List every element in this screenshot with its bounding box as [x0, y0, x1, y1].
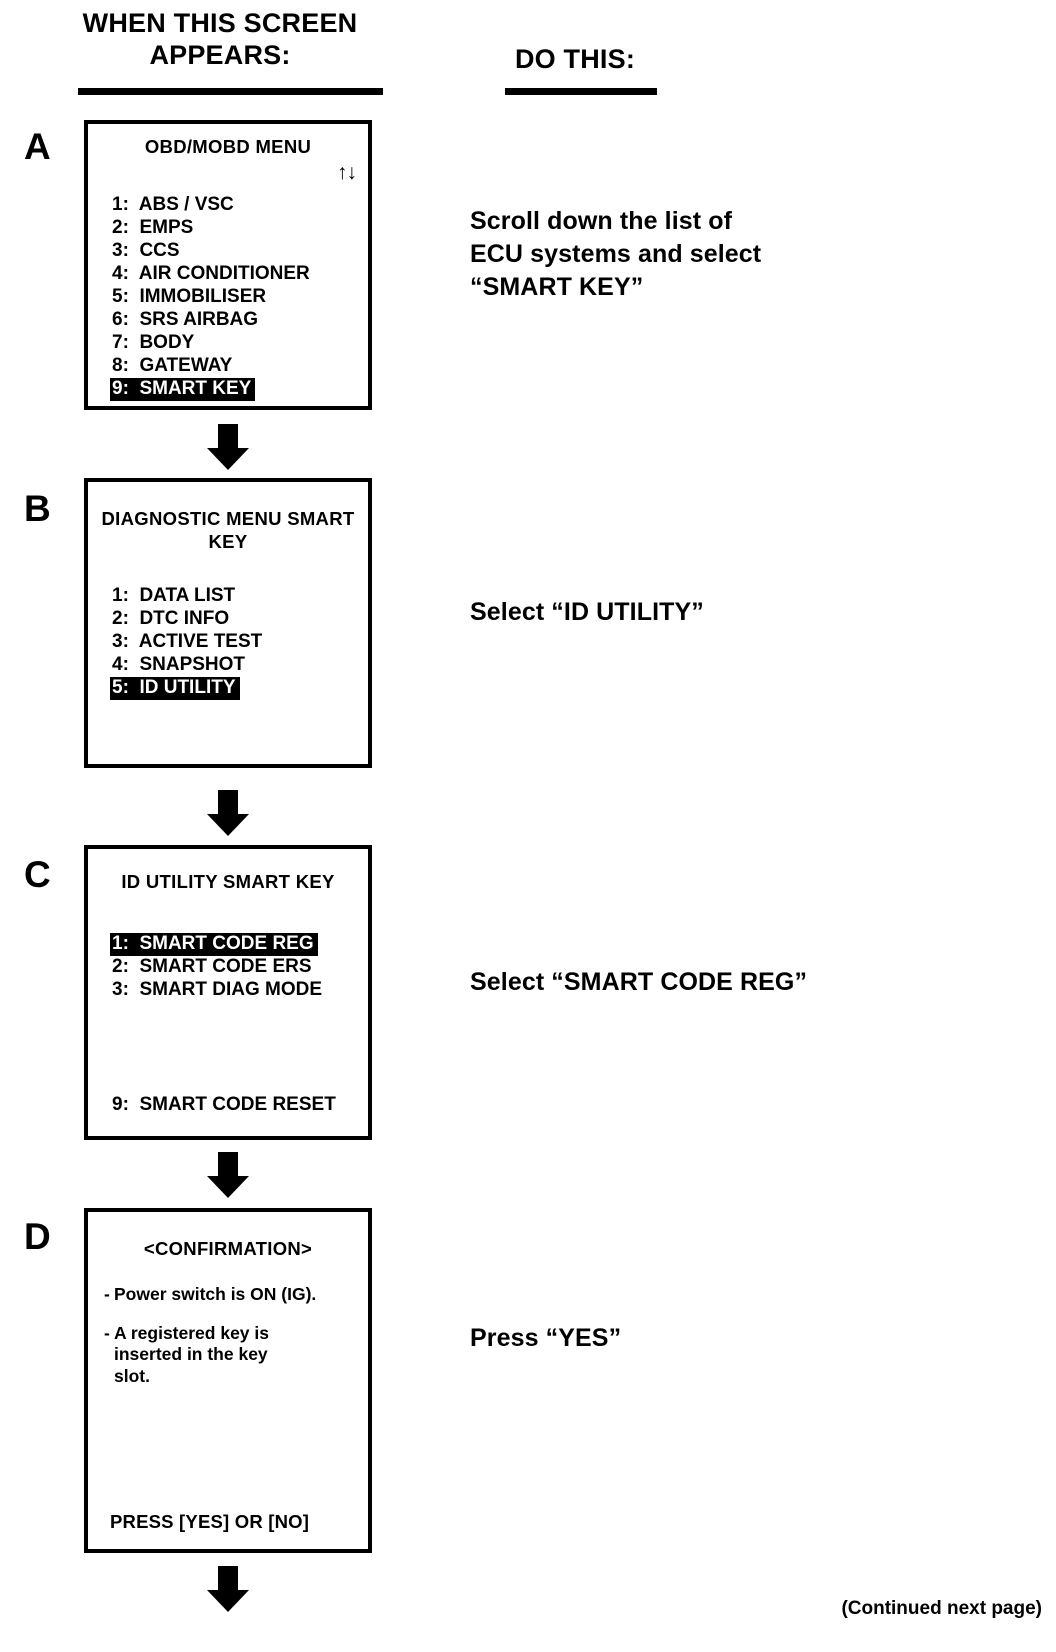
- step-letter-b: B: [24, 488, 51, 529]
- menu-item-gateway[interactable]: 8: GATEWAY: [112, 354, 233, 376]
- flow-arrow-down-icon-2: [205, 790, 251, 836]
- column-heading-when-this-screen-appears: WHEN THIS SCREEN APPEARS:: [82, 8, 358, 70]
- instruction-a: Scroll down the list of ECU systems and …: [470, 207, 762, 301]
- menu-item-id-utility[interactable]: 5: ID UTILITY: [110, 676, 240, 700]
- confirmation-text-block: - Power switch is ON (IG). - A registere…: [104, 1284, 366, 1404]
- column-heading-do-this: DO THIS:: [514, 44, 636, 74]
- menu-item-ccs[interactable]: 3: CCS: [112, 239, 180, 261]
- heading-underline-right: [505, 88, 657, 95]
- scroll-up-down-arrows-icon: ↑↓: [337, 161, 357, 184]
- menu-item-smart-key[interactable]: 9: SMART KEY: [110, 377, 256, 401]
- step-letter-a: A: [24, 126, 51, 167]
- step-letter-d: D: [24, 1216, 51, 1257]
- device-screen-d: <CONFIRMATION> - Power switch is ON (IG)…: [84, 1208, 372, 1553]
- menu-item-data-list[interactable]: 1: DATA LIST: [112, 585, 236, 606]
- bullet-dash-icon: -: [104, 1284, 110, 1304]
- menu-item-smart-code-reset[interactable]: 9: SMART CODE RESET: [112, 1094, 336, 1115]
- menu-item-active-test[interactable]: 3: ACTIVE TEST: [112, 630, 263, 652]
- menu-item-srs-airbag[interactable]: 6: SRS AIRBAG: [112, 308, 259, 330]
- step-letter-c: C: [24, 854, 51, 895]
- screen-a-menu-list: 1: ABS / VSC 2: EMPS 3: CCS 4: AIR CONDI…: [110, 194, 314, 401]
- confirmation-line-power-switch: - Power switch is ON (IG).: [104, 1284, 366, 1306]
- screen-b-menu-list: 1: DATA LIST 2: DTC INFO 3: ACTIVE TEST …: [110, 585, 266, 700]
- screen-b-title: DIAGNOSTIC MENU SMART KEY: [101, 508, 355, 552]
- device-screen-c: ID UTILITY SMART KEY 1: SMART CODE REG 2…: [84, 845, 372, 1140]
- device-screen-b: DIAGNOSTIC MENU SMART KEY 1: DATA LIST 2…: [84, 478, 372, 768]
- menu-item-smart-code-reg[interactable]: 1: SMART CODE REG: [110, 933, 318, 956]
- screen-c-menu-list: 1: SMART CODE REG 2: SMART CODE ERS 3: S…: [110, 933, 326, 1002]
- menu-item-snapshot[interactable]: 4: SNAPSHOT: [112, 653, 246, 675]
- screen-d-prompt: PRESS [YES] OR [NO]: [110, 1511, 310, 1532]
- continued-next-page-note: (Continued next page): [841, 1598, 1042, 1619]
- instruction-c: Select “SMART CODE REG”: [470, 968, 808, 996]
- flow-arrow-down-icon-1: [205, 424, 251, 470]
- confirmation-line-registered-key: - A registered key is inserted in the ke…: [104, 1323, 366, 1388]
- flow-arrow-down-icon-3: [205, 1152, 251, 1198]
- menu-item-smart-diag-mode[interactable]: 3: SMART DIAG MODE: [112, 978, 323, 1000]
- bullet-dash-icon-2: -: [104, 1322, 110, 1343]
- screen-d-title: <CONFIRMATION>: [143, 1238, 313, 1259]
- menu-item-dtc-info[interactable]: 2: DTC INFO: [112, 607, 230, 629]
- device-screen-a: OBD/MOBD MENU ↑↓ 1: ABS / VSC 2: EMPS 3:…: [84, 120, 372, 410]
- menu-item-immobiliser[interactable]: 5: IMMOBILISER: [112, 285, 267, 307]
- confirmation-line-2-text: A registered key is inserted in the key …: [114, 1322, 269, 1386]
- instruction-d: Press “YES”: [470, 1324, 622, 1352]
- confirmation-line-1-text: Power switch is ON (IG).: [114, 1284, 317, 1304]
- heading-underline-left: [78, 88, 383, 95]
- menu-item-emps[interactable]: 2: EMPS: [112, 216, 194, 238]
- menu-item-body[interactable]: 7: BODY: [112, 331, 195, 353]
- instruction-b: Select “ID UTILITY”: [470, 598, 704, 626]
- menu-item-abs-vsc[interactable]: 1: ABS / VSC: [112, 194, 234, 215]
- flow-arrow-down-icon-4: [205, 1566, 251, 1612]
- screen-c-title: ID UTILITY SMART KEY: [121, 871, 335, 892]
- screen-a-title: OBD/MOBD MENU: [144, 136, 312, 157]
- menu-item-smart-code-ers[interactable]: 2: SMART CODE ERS: [112, 955, 312, 977]
- menu-item-air-conditioner[interactable]: 4: AIR CONDITIONER: [112, 262, 310, 284]
